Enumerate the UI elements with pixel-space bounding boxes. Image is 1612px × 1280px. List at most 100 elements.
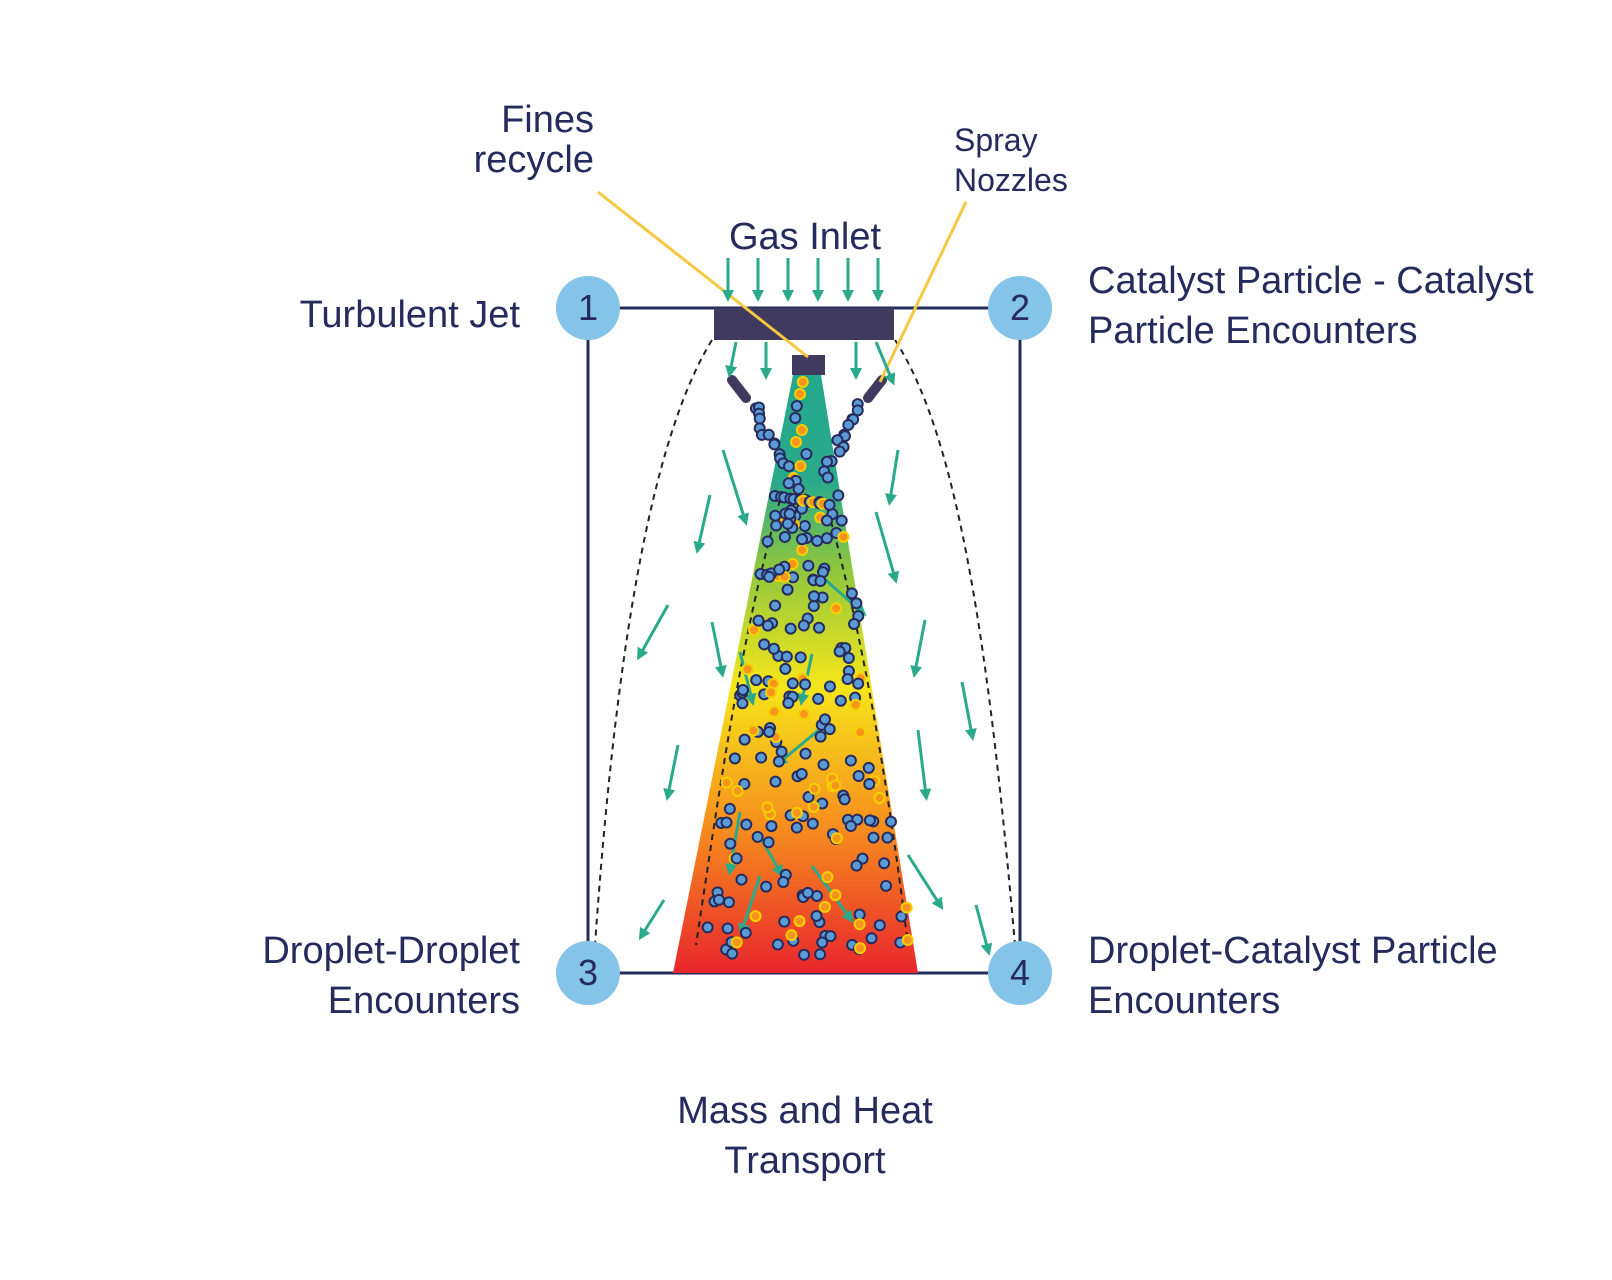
droplet — [807, 600, 820, 613]
droplet — [775, 745, 788, 758]
flow-arrow — [974, 904, 993, 956]
droplet-droplet-label: Droplet-Droplet Encounters — [262, 930, 520, 1022]
flow-arrow — [738, 875, 762, 936]
droplet — [782, 477, 795, 490]
catalyst-particle — [768, 705, 781, 718]
catalyst-particle — [830, 602, 843, 615]
droplet — [781, 517, 794, 530]
flow-arrow — [775, 722, 827, 766]
droplet — [735, 873, 748, 886]
flow-arrow — [710, 621, 727, 678]
droplet — [778, 915, 791, 928]
droplet — [823, 723, 836, 736]
droplet — [867, 831, 880, 844]
catalyst-particle — [854, 726, 867, 739]
catalyst-particle — [854, 942, 867, 955]
droplet — [724, 837, 737, 850]
droplet — [814, 948, 827, 961]
droplet — [751, 830, 764, 843]
outer-envelope-left — [594, 339, 713, 946]
droplet — [730, 852, 743, 865]
droplet — [721, 922, 734, 935]
droplet — [797, 619, 810, 632]
droplet — [767, 642, 780, 655]
droplet — [863, 778, 876, 791]
flow-arrow — [637, 604, 670, 661]
droplet — [800, 448, 813, 460]
catalyst-particle — [873, 792, 886, 805]
droplet — [750, 674, 763, 687]
marker-2: 2 — [988, 276, 1052, 340]
droplet — [801, 886, 814, 899]
droplet — [823, 498, 836, 511]
droplet — [780, 650, 793, 663]
catalyst-particle — [785, 929, 798, 942]
outer-envelope-right — [894, 339, 1016, 946]
droplet — [833, 445, 846, 458]
droplet — [739, 926, 752, 939]
catalyst-particle — [821, 871, 834, 884]
droplet — [851, 404, 864, 417]
fines-recycle-leader — [597, 190, 809, 359]
fines-recycle-nozzle — [792, 355, 825, 375]
droplet — [820, 455, 833, 468]
droplet — [833, 645, 846, 658]
flow-arrow — [638, 899, 666, 941]
droplet — [790, 821, 803, 834]
droplet — [723, 802, 736, 815]
catalyst-particle — [794, 388, 807, 400]
flow-arrow — [885, 449, 900, 506]
droplet — [720, 816, 733, 829]
gas-inlet-plate — [714, 308, 894, 340]
droplet — [880, 879, 893, 892]
spray-nozzles-leader — [878, 201, 968, 383]
droplet — [758, 638, 771, 651]
droplet — [796, 533, 809, 546]
droplet — [834, 694, 847, 707]
catalyst-particle — [795, 424, 808, 436]
droplet — [799, 678, 812, 691]
droplet — [768, 438, 781, 451]
gas-flow-arrows — [637, 258, 993, 956]
catalyst-particle — [829, 889, 842, 902]
catalyst-particle — [764, 686, 777, 699]
droplet — [820, 532, 833, 545]
catalyst-particle — [790, 436, 803, 448]
spray-nozzle-right — [863, 375, 887, 403]
catalyst-particle — [747, 724, 760, 737]
catalyst-particle — [808, 782, 821, 795]
spray-nozzles-label: Spray Nozzles — [954, 122, 1068, 198]
droplet — [807, 590, 820, 603]
droplet — [823, 680, 836, 693]
droplet — [772, 755, 785, 768]
droplet — [722, 896, 735, 909]
droplet — [816, 936, 829, 949]
catalyst-particle — [901, 934, 914, 947]
flow-arrow — [874, 341, 896, 386]
droplet — [770, 519, 783, 532]
droplet — [762, 428, 775, 441]
droplet — [783, 507, 796, 520]
marker-1: 1 — [556, 276, 620, 340]
droplet — [852, 677, 865, 690]
catalyst-particle — [900, 901, 913, 914]
droplet — [779, 662, 792, 675]
flow-arrow — [874, 511, 900, 584]
catalyst-particle — [797, 708, 810, 721]
flow-arrow — [960, 681, 977, 741]
droplet — [753, 412, 766, 425]
droplet — [738, 778, 751, 791]
flow-arrow — [738, 651, 757, 706]
droplet — [802, 559, 815, 572]
droplet — [817, 758, 830, 771]
droplet — [762, 836, 775, 849]
droplet — [895, 910, 908, 923]
flow-arrow — [663, 744, 680, 801]
droplet — [821, 514, 834, 527]
droplet — [844, 754, 857, 767]
droplet — [763, 570, 776, 583]
catalyst-particle — [830, 832, 843, 845]
catalyst-particle — [807, 800, 820, 813]
droplet — [798, 520, 811, 532]
